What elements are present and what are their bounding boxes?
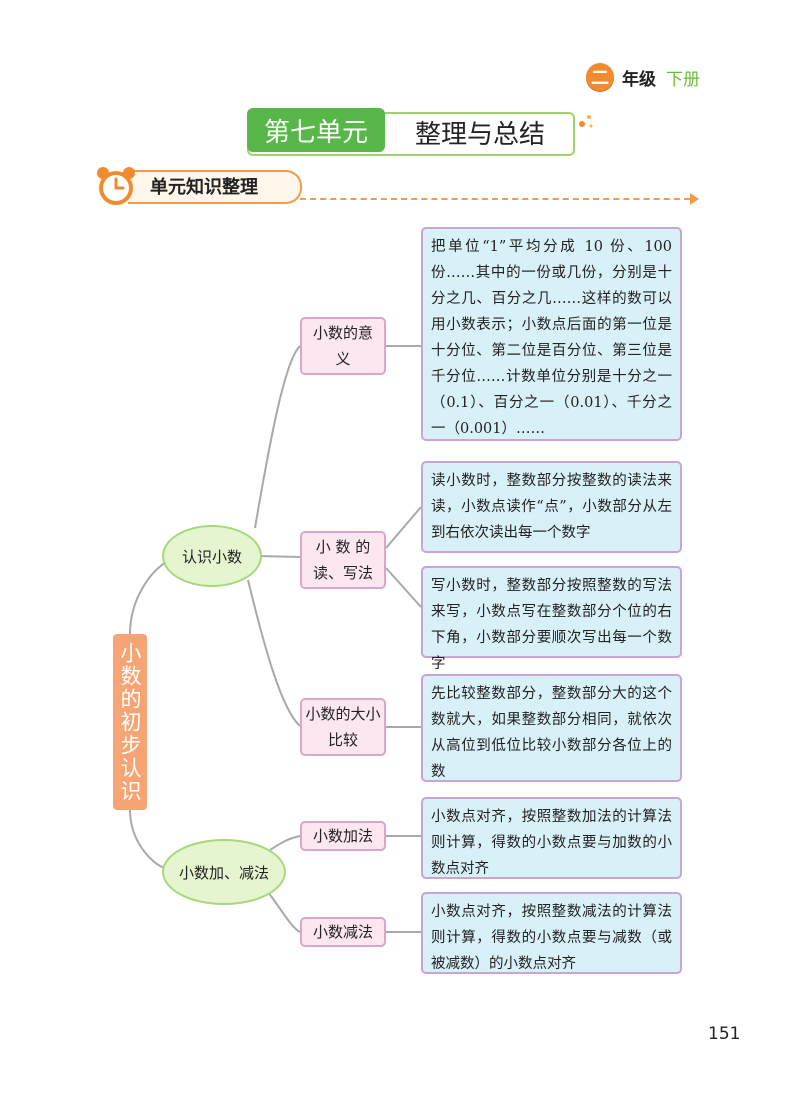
grade-label: 年级	[622, 69, 656, 90]
description-compare: 先比较整数部分，整数部分大的这个数就大，如果整数部分相同，就依次从高位到低位比较…	[421, 674, 682, 782]
grade-badge: 二 年级 下册	[586, 62, 700, 92]
connector-addsub-add	[269, 835, 301, 851]
connector-recognize-meaning	[254, 345, 301, 529]
description-writing: 写小数时，整数部分按照整数的写法来写，小数点写在整数部分个位的右下角，小数部分要…	[421, 566, 682, 672]
unit-label: 第七单元	[247, 108, 385, 152]
topic-decimal-addition: 小数加法	[300, 821, 386, 851]
grade-number-badge: 二	[586, 63, 614, 91]
connector-addsub-sub	[267, 891, 301, 933]
description-addition: 小数点对齐，按照整数加法的计算法则计算，得数的小数点要与加数的小数点对齐	[421, 797, 682, 879]
topic-label: 小 数 的读、写法	[312, 538, 373, 582]
branch-decimal-add-subtract: 小数加、减法	[162, 839, 286, 905]
alarm-clock-icon	[97, 167, 135, 205]
connector-recognize-compare	[247, 579, 301, 727]
section-header-pill	[128, 170, 302, 204]
mindmap-root: 小数的初步认识	[113, 634, 147, 810]
unit-title: 整理与总结	[414, 119, 545, 150]
topic-read-write: 小 数 的读、写法	[300, 531, 386, 589]
description-subtraction: 小数点对齐，按照整数减法的计算法则计算，得数的小数点要与减数（或被减数）的小数点…	[421, 892, 682, 974]
description-reading: 读小数时，整数部分按整数的读法来读，小数点读作“点”，小数部分从左到右依次读出每…	[421, 461, 682, 553]
arrow-right-icon	[690, 193, 699, 205]
topic-decimal-meaning: 小数的意义	[300, 317, 386, 375]
page-number: 151	[708, 1024, 741, 1044]
branch-recognize-decimals: 认识小数	[162, 525, 262, 587]
connector-root-recognize	[129, 559, 171, 635]
connector-recognize-readwrite	[257, 555, 301, 558]
section-title: 单元知识整理	[150, 177, 258, 198]
decorative-dots-icon	[579, 115, 593, 128]
term-label: 下册	[666, 69, 700, 90]
section-dashed-rule	[300, 198, 690, 200]
topic-compare: 小数的大小比较	[300, 698, 386, 756]
connector-root-addsub	[129, 809, 165, 869]
topic-decimal-subtraction: 小数减法	[300, 917, 386, 947]
topic-label: 小数的大小比较	[305, 705, 381, 749]
description-decimal-meaning: 把单位“1”平均分成 10 份、100 份……其中的一份或几份，分别是十分之几、…	[421, 227, 682, 441]
topic-label: 小数的意义	[313, 324, 374, 368]
connector-readwrite-read	[385, 506, 422, 549]
connector-readwrite-write	[385, 567, 422, 608]
